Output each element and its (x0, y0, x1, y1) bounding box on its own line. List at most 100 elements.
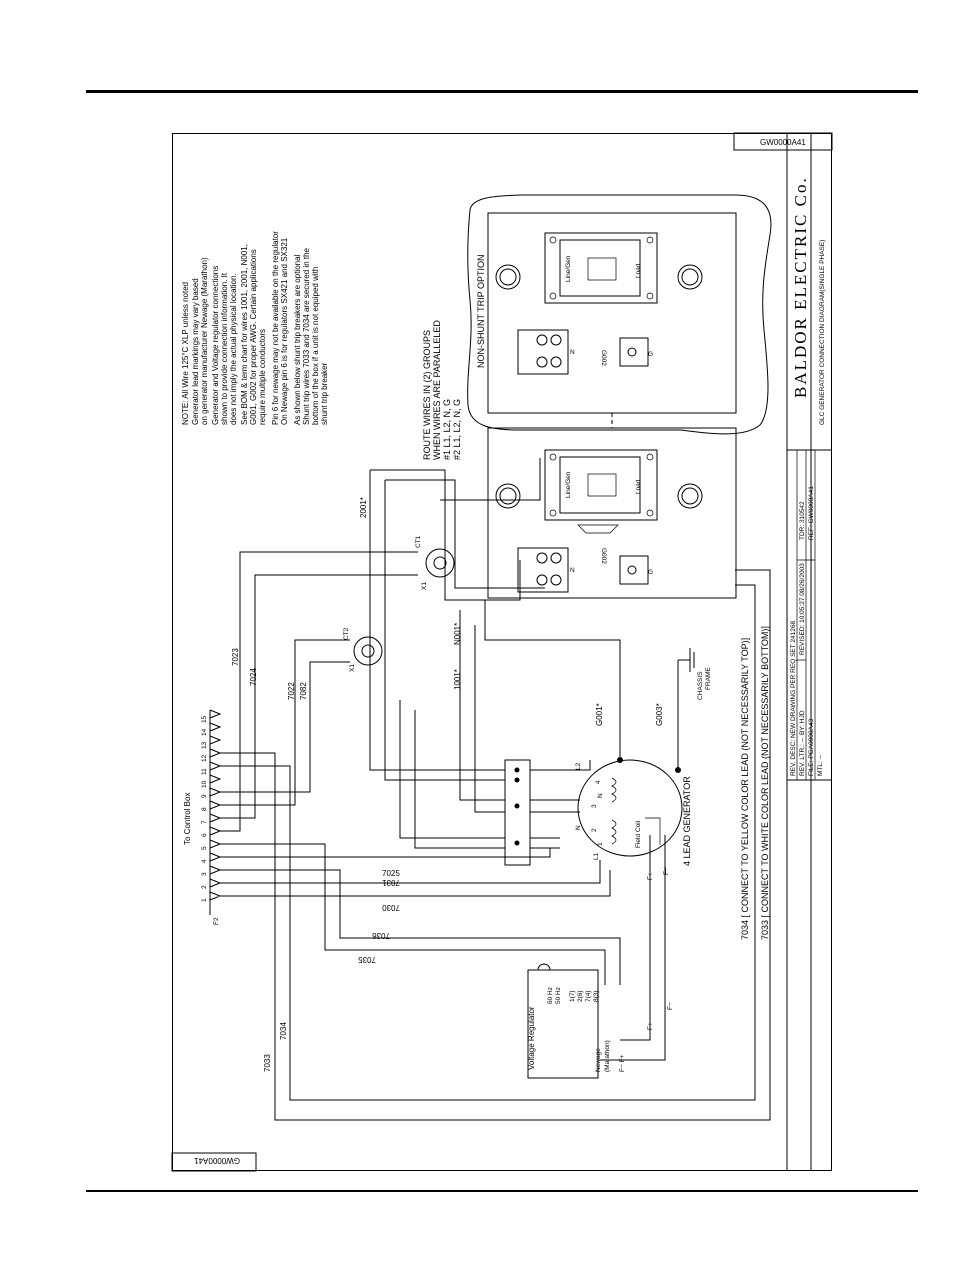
company-name: BALDOR ELECTRIC Co. (791, 176, 810, 398)
gen-t4: 4 (595, 780, 602, 784)
note-line-7: G001, G002 for proper AWG. Certain appli… (249, 249, 258, 425)
file-id: FILE: PGA0000A43 (808, 719, 815, 776)
pin-2: 2 (201, 885, 208, 889)
wire-7036: 7036 (372, 931, 390, 940)
pin-9: 9 (201, 794, 208, 798)
terminal-n-top: N (570, 349, 575, 356)
ct2-label: CT2 (343, 627, 350, 640)
gen-l1: L1 (593, 852, 600, 860)
regulator-fplus-wire: F+ (647, 1022, 654, 1030)
plug-f2: F2 (213, 917, 220, 925)
field-coil-label: Field Coil (635, 820, 642, 848)
wire-7033: 7033 (263, 1054, 272, 1072)
note-line-6: See BOM & term chart for wires 1001, 200… (240, 244, 249, 425)
wire-n001: N001* (453, 623, 462, 645)
bottom-rule (86, 1190, 918, 1192)
drawing-frame (172, 133, 832, 1171)
pin-6: 6 (201, 833, 208, 837)
shunt-note-7034: 7034 [ CONNECT TO YELLOW COLOR LEAD (NOT… (740, 638, 750, 940)
tdr: TDR: 310542 (799, 501, 806, 540)
gen-n1: N (597, 793, 604, 798)
gen-fminus: F− (663, 867, 670, 875)
pin-3: 3 (201, 872, 208, 876)
wire-g001: G001* (595, 703, 604, 726)
non-shunt-enclosure (467, 194, 772, 435)
note-line-9: Pin 6 for newage may not be available on… (271, 231, 280, 425)
route-note: ROUTE WIRES IN (2) GROUPS WHEN WIRES ARE… (422, 320, 462, 460)
note-line-11: As shown below shunt trip breakers are o… (293, 254, 302, 425)
note-line-3: Generator and Voltage regulator connecti… (211, 266, 220, 425)
rev-date: REVISED: 10:05:27 08/26/2003 (799, 563, 806, 655)
ref-id: REF: GW0000A41 (808, 486, 815, 540)
breaker-line-gen-bottom: Line/Gen (565, 471, 572, 498)
notes-block: NOTE: All Wire 125°C XLP unless noted Ge… (181, 231, 329, 425)
note-line-5: does not imply the actual physical locat… (229, 273, 238, 425)
wire-1001: 1001* (453, 669, 462, 690)
pin-8: 8 (201, 807, 208, 811)
voltage-regulator: Voltage Regulator 60 Hz 50 Hz 1(7) 2(6) … (527, 963, 674, 1079)
regulator-pin-8: 8(3) (593, 990, 600, 1002)
non-shunt-panel: Line/Gen Load N G G002 (487, 212, 737, 414)
ct2 (353, 636, 383, 666)
pin-12: 12 (201, 754, 208, 762)
wire-g003: G003* (655, 703, 664, 726)
ct1-x1: X1 (421, 582, 428, 590)
wire-7025: 7025 (382, 869, 400, 878)
wire-7023: 7023 (231, 648, 240, 666)
ct1 (425, 548, 455, 578)
wire-7035: 7035 (358, 955, 376, 964)
rev-ltr: REV. LTR.: -- (799, 738, 806, 776)
wire-7082: 7082 (299, 682, 308, 700)
route-note-0: ROUTE WIRES IN (2) GROUPS (422, 330, 432, 460)
pin-13: 13 (201, 741, 208, 749)
wire-2001: 2001* (359, 497, 368, 518)
pin-7: 7 (201, 820, 208, 824)
rev-by: BY: HJD (799, 710, 806, 735)
regulator-pin-1: 1(7) (569, 990, 576, 1002)
regulator-pin-7: 7(4) (585, 990, 592, 1002)
wiring (220, 458, 771, 1121)
shunt-panel: Line/Gen Load N G G002 (487, 427, 737, 599)
diagram-title: GLC GENERATOR CONNECTION DIAGRAM(SINGLE … (819, 240, 826, 425)
route-note-2: #1 L1, L2, N, G (442, 399, 452, 460)
wire-7031: 7031 (382, 878, 400, 887)
gen-l2: L2 (575, 762, 582, 770)
note-line-0: NOTE: All Wire 125°C XLP unless noted (181, 282, 190, 425)
drawing-id-bottom: GW0000A41 (171, 1152, 257, 1172)
gen-t3: 3 (591, 804, 598, 808)
terminal-g-bottom: G (648, 569, 653, 576)
note-line-8: require multiple conductors (258, 329, 267, 425)
wire-7022: 7022 (287, 682, 296, 700)
pin-15: 15 (201, 715, 208, 723)
g002-top: G002 (600, 350, 607, 366)
wire-labels: 7023 7024 7022 7082 7025 7031 7030 7036 … (231, 497, 664, 1072)
terminal-g-top: G (648, 351, 653, 358)
chassis-label-0: CHASSIS (697, 671, 704, 700)
mtl: MTL: -- (817, 755, 824, 776)
note-line-13: bottom of the box if a unit is not equip… (311, 267, 320, 425)
pin-14: 14 (201, 728, 208, 736)
note-line-10: On Newage pin 6 is for regulators SX421 … (280, 237, 289, 425)
pin-10: 10 (201, 780, 208, 788)
regulator-60hz: 60 Hz (547, 987, 554, 1004)
breaker-load-top: Load (635, 263, 642, 278)
regulator-newage: Newage (595, 1048, 602, 1072)
drawing-id-bottom-text: GW0000A41 (194, 1156, 240, 1165)
regulator-pin-2: 2(6) (577, 990, 584, 1002)
wire-7030: 7030 (382, 903, 400, 912)
shunt-note-7033: 7033 [ CONNECT TO WHITE COLOR LEAD (NOT … (760, 626, 770, 940)
drawing-id-top-text: GW0000A41 (760, 138, 806, 147)
gen-fplus: F+ (647, 872, 654, 880)
breaker-load-bottom: Load (635, 479, 642, 494)
terminal-n-bottom: N (570, 567, 575, 574)
pin-1: 1 (201, 898, 208, 902)
regulator-marathon: (Marathon) (604, 1040, 611, 1072)
wire-7034: 7034 (279, 1022, 288, 1040)
generator-label: 4 LEAD GENERATOR (682, 776, 692, 866)
non-shunt-label: NON-SHUNT TRIP OPTION (476, 254, 486, 368)
generator: L1 L2 N N 1 2 3 4 Field Coil 4 LEAD GENE… (575, 757, 692, 880)
note-line-12: Shunt trip wires 7033 and 7034 are secur… (302, 247, 311, 425)
gen-n2: N (575, 825, 582, 830)
breaker-line-gen-top: Line/Gen (565, 255, 572, 282)
